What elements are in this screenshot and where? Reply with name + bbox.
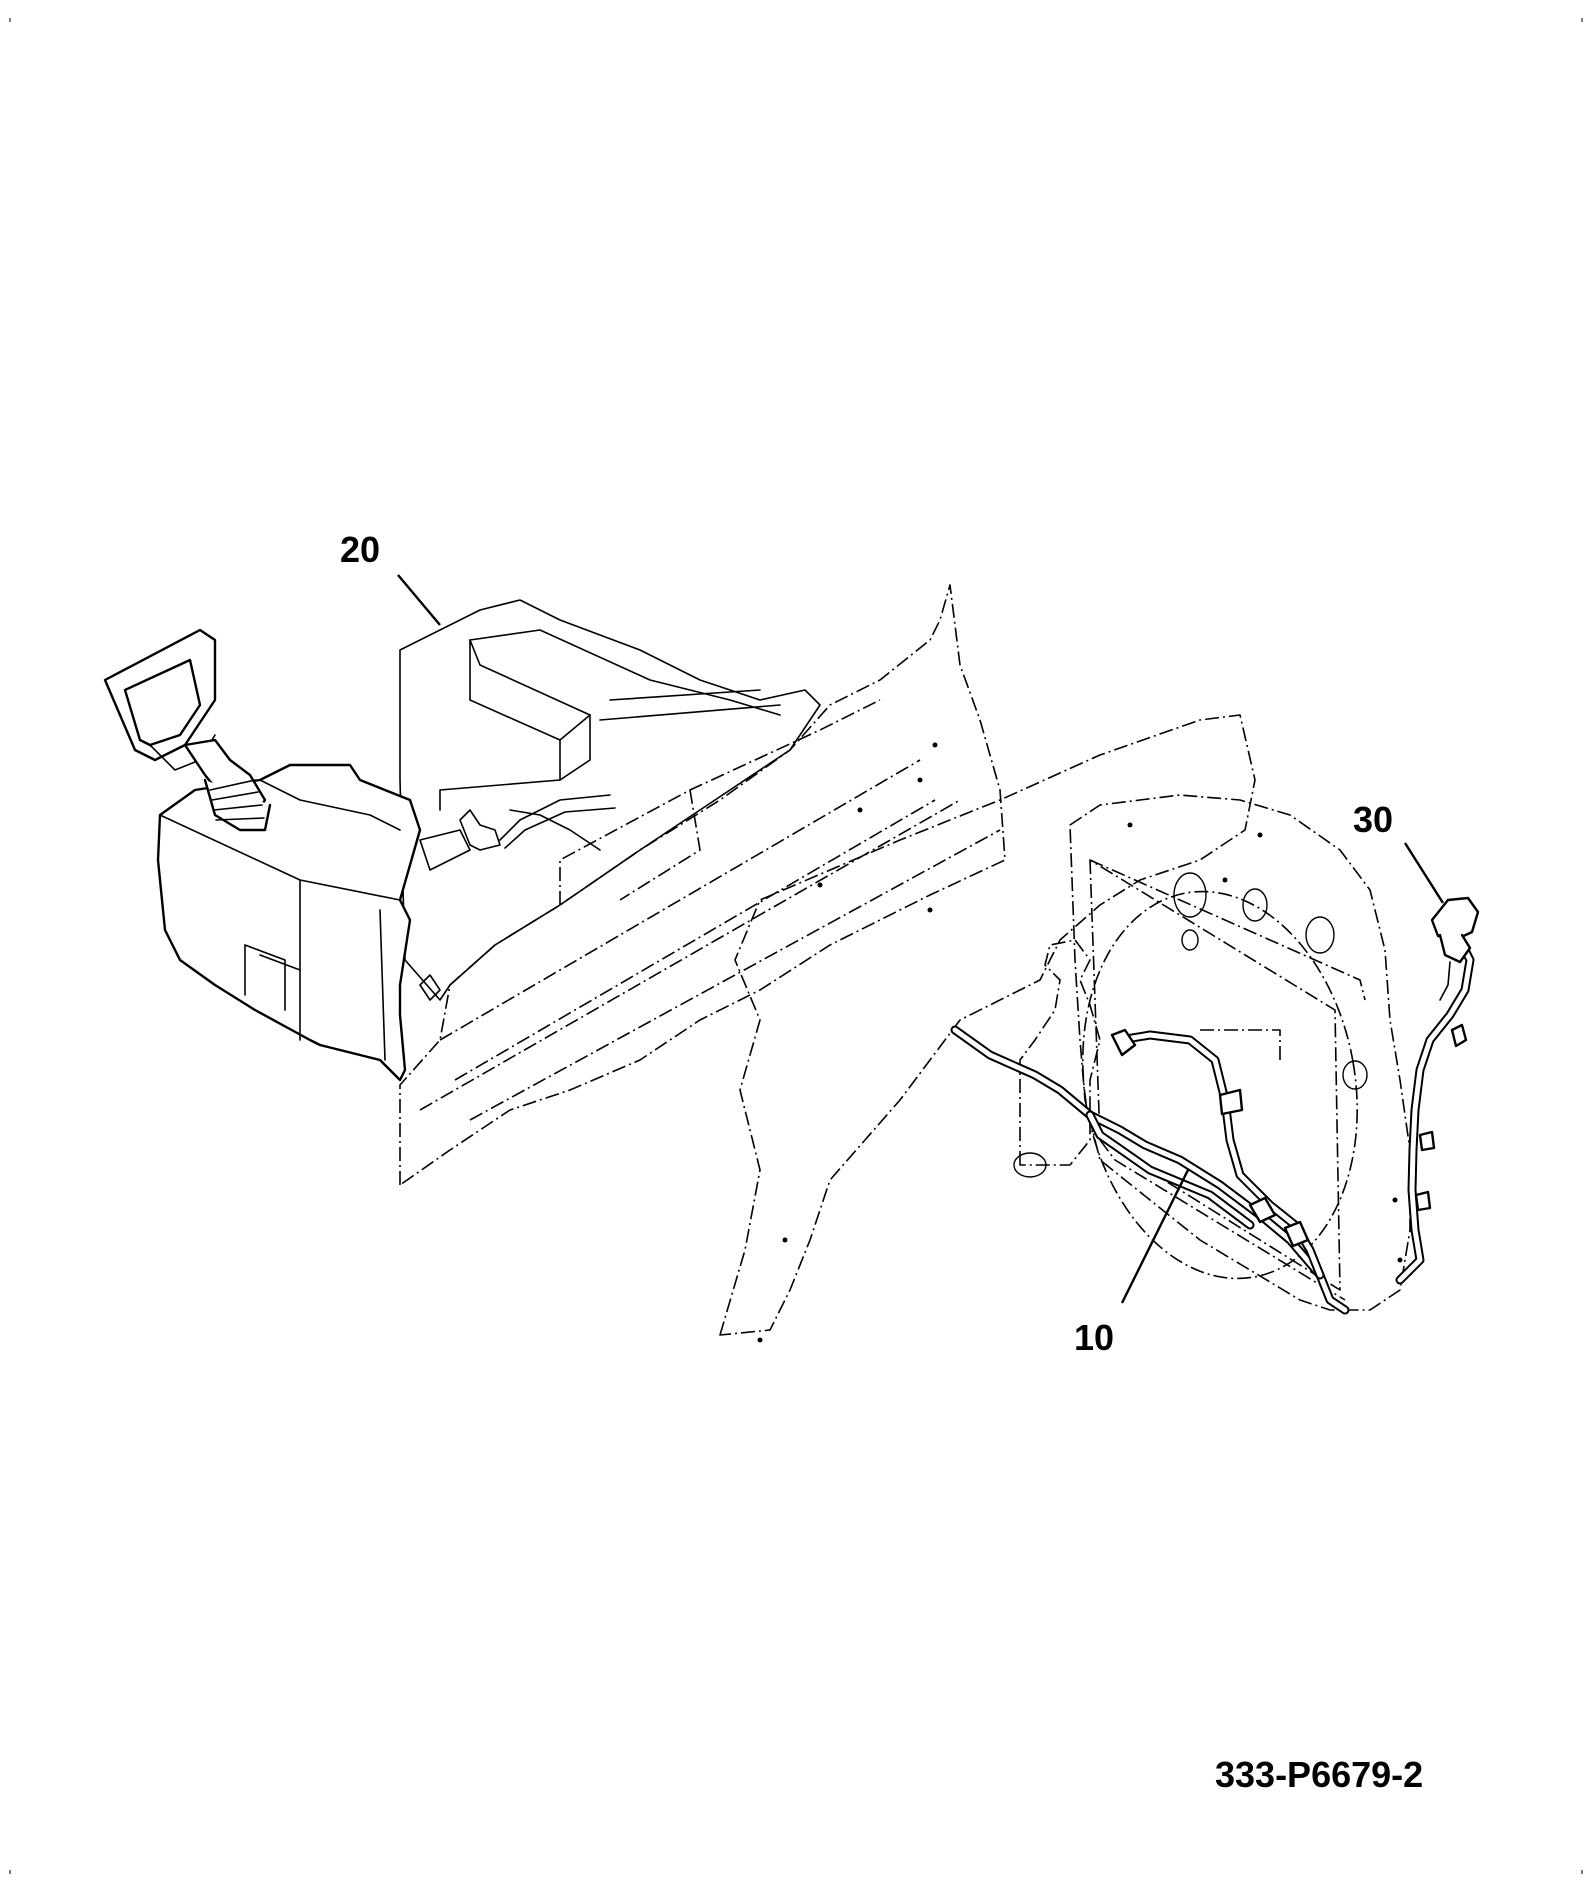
callout-30-label: 30 [1353, 799, 1393, 840]
fuel-tank [103, 599, 821, 1082]
callout-20-label: 20 [340, 529, 380, 570]
corner-marks [9, 18, 1583, 1874]
callout-10-label: 10 [1074, 1317, 1114, 1358]
hose-assembly [950, 1025, 1350, 1315]
callout-30: 30 [1353, 799, 1445, 904]
drawing-number: 333-P6679-2 [1215, 1754, 1423, 1795]
callout-20: 20 [340, 529, 441, 626]
chassis-frame [399, 584, 1411, 1343]
filler-cap-assembly [1395, 896, 1480, 1285]
callout-10: 10 [1074, 1169, 1190, 1358]
